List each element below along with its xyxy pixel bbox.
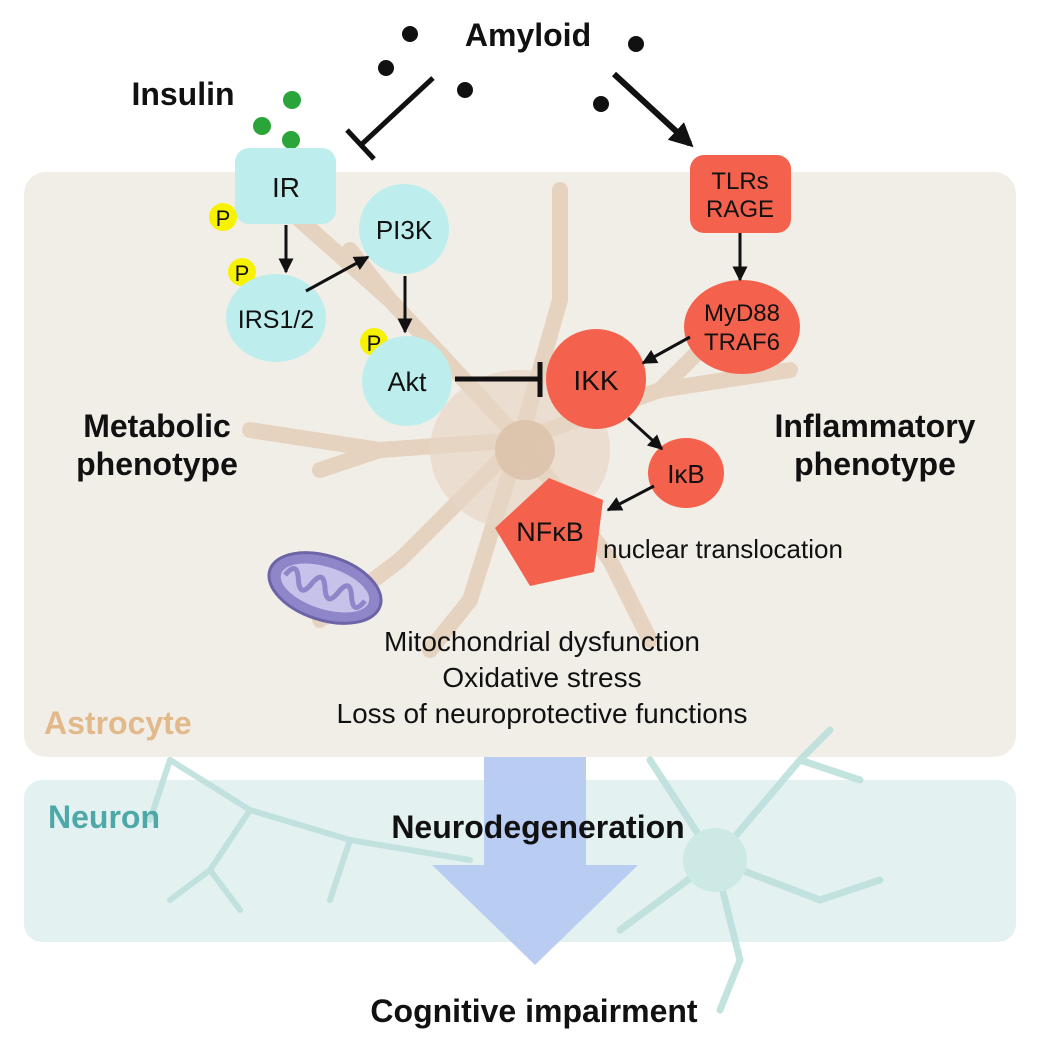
tlrs-rage-node <box>690 155 791 233</box>
ir-node <box>235 148 336 224</box>
nuclear-translocation-label: nuclear translocation <box>603 534 843 564</box>
neuron-label: Neuron <box>48 799 160 835</box>
neurodegeneration-label: Neurodegeneration <box>391 809 684 845</box>
traf6-label: TRAF6 <box>704 329 780 356</box>
irs-label: IRS1/2 <box>238 306 314 334</box>
nfkb-node <box>495 478 603 586</box>
ikk-to-ikb-arrow <box>626 416 664 451</box>
effect-oxidative: Oxidative stress <box>442 662 641 693</box>
amyloid-inhibits-ir <box>360 76 435 146</box>
ikb-to-nfkb-arrow <box>606 484 655 512</box>
mitochondrion-icon <box>267 551 383 625</box>
ikk-label: IKK <box>573 365 618 396</box>
inflammatory-phenotype-line2: phenotype <box>794 446 956 482</box>
myd88-to-ikk-arrow <box>641 335 691 365</box>
neuron-soma <box>683 828 747 892</box>
effect-mitochondrial: Mitochondrial dysfunction <box>384 626 700 657</box>
cognitive-impairment-label: Cognitive impairment <box>370 993 698 1029</box>
myd88-label: MyD88 <box>704 300 780 327</box>
pi3k-node <box>359 184 449 274</box>
phospho-badge-irs: P <box>228 258 256 286</box>
ikb-node <box>648 438 724 508</box>
astrocyte-nucleus <box>495 420 555 480</box>
astrocyte-label: Astrocyte <box>44 705 192 741</box>
ikk-node <box>546 329 646 429</box>
effect-neuroprotective: Loss of neuroprotective functions <box>337 698 748 729</box>
insulin-dots <box>253 91 301 149</box>
svg-text:P: P <box>216 206 231 231</box>
metabolic-phenotype-line1: Metabolic <box>83 408 231 444</box>
phospho-badge-ir: P <box>209 203 237 231</box>
tlrs-label: TLRs <box>711 168 768 195</box>
neurodegeneration-arrow <box>432 757 638 965</box>
akt-label: Akt <box>387 367 427 397</box>
myd88-traf6-node <box>684 280 800 374</box>
ikb-label: IκB <box>667 459 705 489</box>
inhibition-bar-ir <box>345 128 376 161</box>
metabolic-phenotype-line2: phenotype <box>76 446 238 482</box>
amyloid-activates-tlrs <box>611 71 694 148</box>
neuron-silhouette-left <box>147 757 473 913</box>
pi3k-label: PI3K <box>376 215 433 245</box>
irs-node <box>226 274 326 362</box>
inflammatory-phenotype-line1: Inflammatory <box>775 408 976 444</box>
nfkb-label: NFκB <box>516 517 584 547</box>
amyloid-dots <box>378 26 644 112</box>
insulin-label: Insulin <box>131 76 234 112</box>
rage-label: RAGE <box>706 196 774 223</box>
svg-text:P: P <box>235 261 250 286</box>
akt-node <box>362 336 452 426</box>
irs-to-pi3k-arrow <box>305 255 370 293</box>
amyloid-label: Amyloid <box>465 17 591 53</box>
ir-label: IR <box>272 172 300 203</box>
